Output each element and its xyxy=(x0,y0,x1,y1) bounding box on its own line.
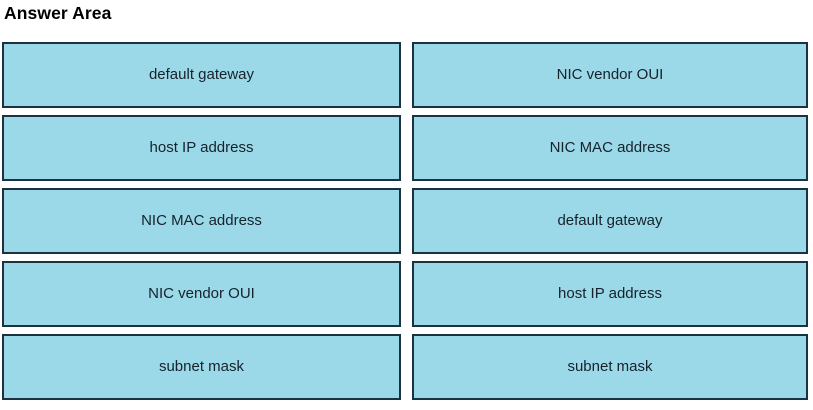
answer-option-label: host IP address xyxy=(558,285,662,302)
answer-row: NIC MAC address default gateway xyxy=(0,188,813,261)
answer-row: subnet mask subnet mask xyxy=(0,334,813,407)
answer-option-right-1[interactable]: NIC vendor OUI xyxy=(412,42,808,108)
page-title: Answer Area xyxy=(4,3,112,23)
answer-option-left-4[interactable]: NIC vendor OUI xyxy=(2,261,401,327)
answer-option-left-2[interactable]: host IP address xyxy=(2,115,401,181)
answer-option-label: NIC vendor OUI xyxy=(148,285,255,302)
answer-option-label: subnet mask xyxy=(158,358,245,375)
answer-option-label: subnet mask xyxy=(567,358,653,375)
answer-option-label: host IP address xyxy=(149,139,254,156)
answer-row: default gateway NIC vendor OUI xyxy=(0,42,813,115)
answer-option-label: default gateway xyxy=(148,66,255,83)
answer-option-left-5[interactable]: subnet mask xyxy=(2,334,401,400)
answer-option-right-4[interactable]: host IP address xyxy=(412,261,808,327)
answer-option-label: NIC MAC address xyxy=(141,212,262,229)
answer-option-right-3[interactable]: default gateway xyxy=(412,188,808,254)
answer-row: host IP address NIC MAC address xyxy=(0,115,813,188)
answer-option-right-5[interactable]: subnet mask xyxy=(412,334,808,400)
answer-option-label: NIC vendor OUI xyxy=(556,66,664,83)
answer-option-label: default gateway xyxy=(557,212,663,229)
answer-option-label: NIC MAC address xyxy=(549,139,671,156)
answer-area-grid: default gateway NIC vendor OUI host IP a… xyxy=(0,42,813,407)
answer-row: NIC vendor OUI host IP address xyxy=(0,261,813,334)
answer-option-left-3[interactable]: NIC MAC address xyxy=(2,188,401,254)
answer-option-right-2[interactable]: NIC MAC address xyxy=(412,115,808,181)
answer-option-left-1[interactable]: default gateway xyxy=(2,42,401,108)
